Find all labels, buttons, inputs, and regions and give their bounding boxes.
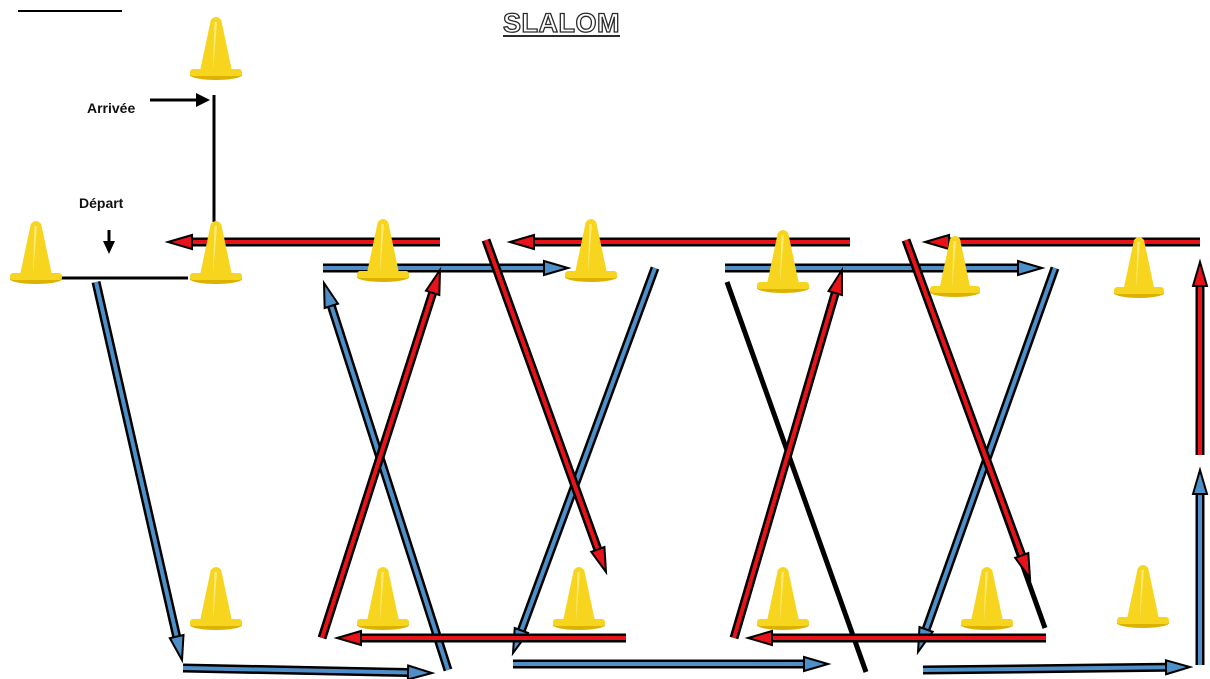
- path-arrow: [925, 235, 1200, 249]
- traffic-cone-icon: [190, 17, 242, 80]
- traffic-cone-icon: [190, 221, 242, 284]
- pointer-arrowhead: [103, 241, 115, 254]
- traffic-cone-icon: [10, 221, 62, 284]
- traffic-cone-icon: [357, 219, 409, 282]
- path-arrow: [486, 240, 606, 572]
- path-arrow: [510, 235, 850, 249]
- path-arrow: [513, 657, 828, 671]
- path-arrow: [96, 282, 184, 660]
- traffic-cone-icon: [553, 567, 605, 630]
- traffic-cone-icon: [190, 567, 242, 630]
- path-arrow: [1193, 470, 1207, 665]
- path-arrow: [748, 631, 1046, 645]
- traffic-cone-icon: [565, 219, 617, 282]
- path-arrow: [337, 631, 626, 645]
- traffic-cone-icon: [357, 567, 409, 630]
- path-arrow: [923, 660, 1190, 674]
- traffic-cone-icon: [757, 567, 809, 630]
- path-arrow: [1193, 262, 1207, 455]
- traffic-cone-icon: [961, 567, 1013, 630]
- path-arrow: [183, 666, 432, 679]
- pointer-arrowhead: [196, 93, 210, 107]
- traffic-cone-icon: [1117, 565, 1169, 628]
